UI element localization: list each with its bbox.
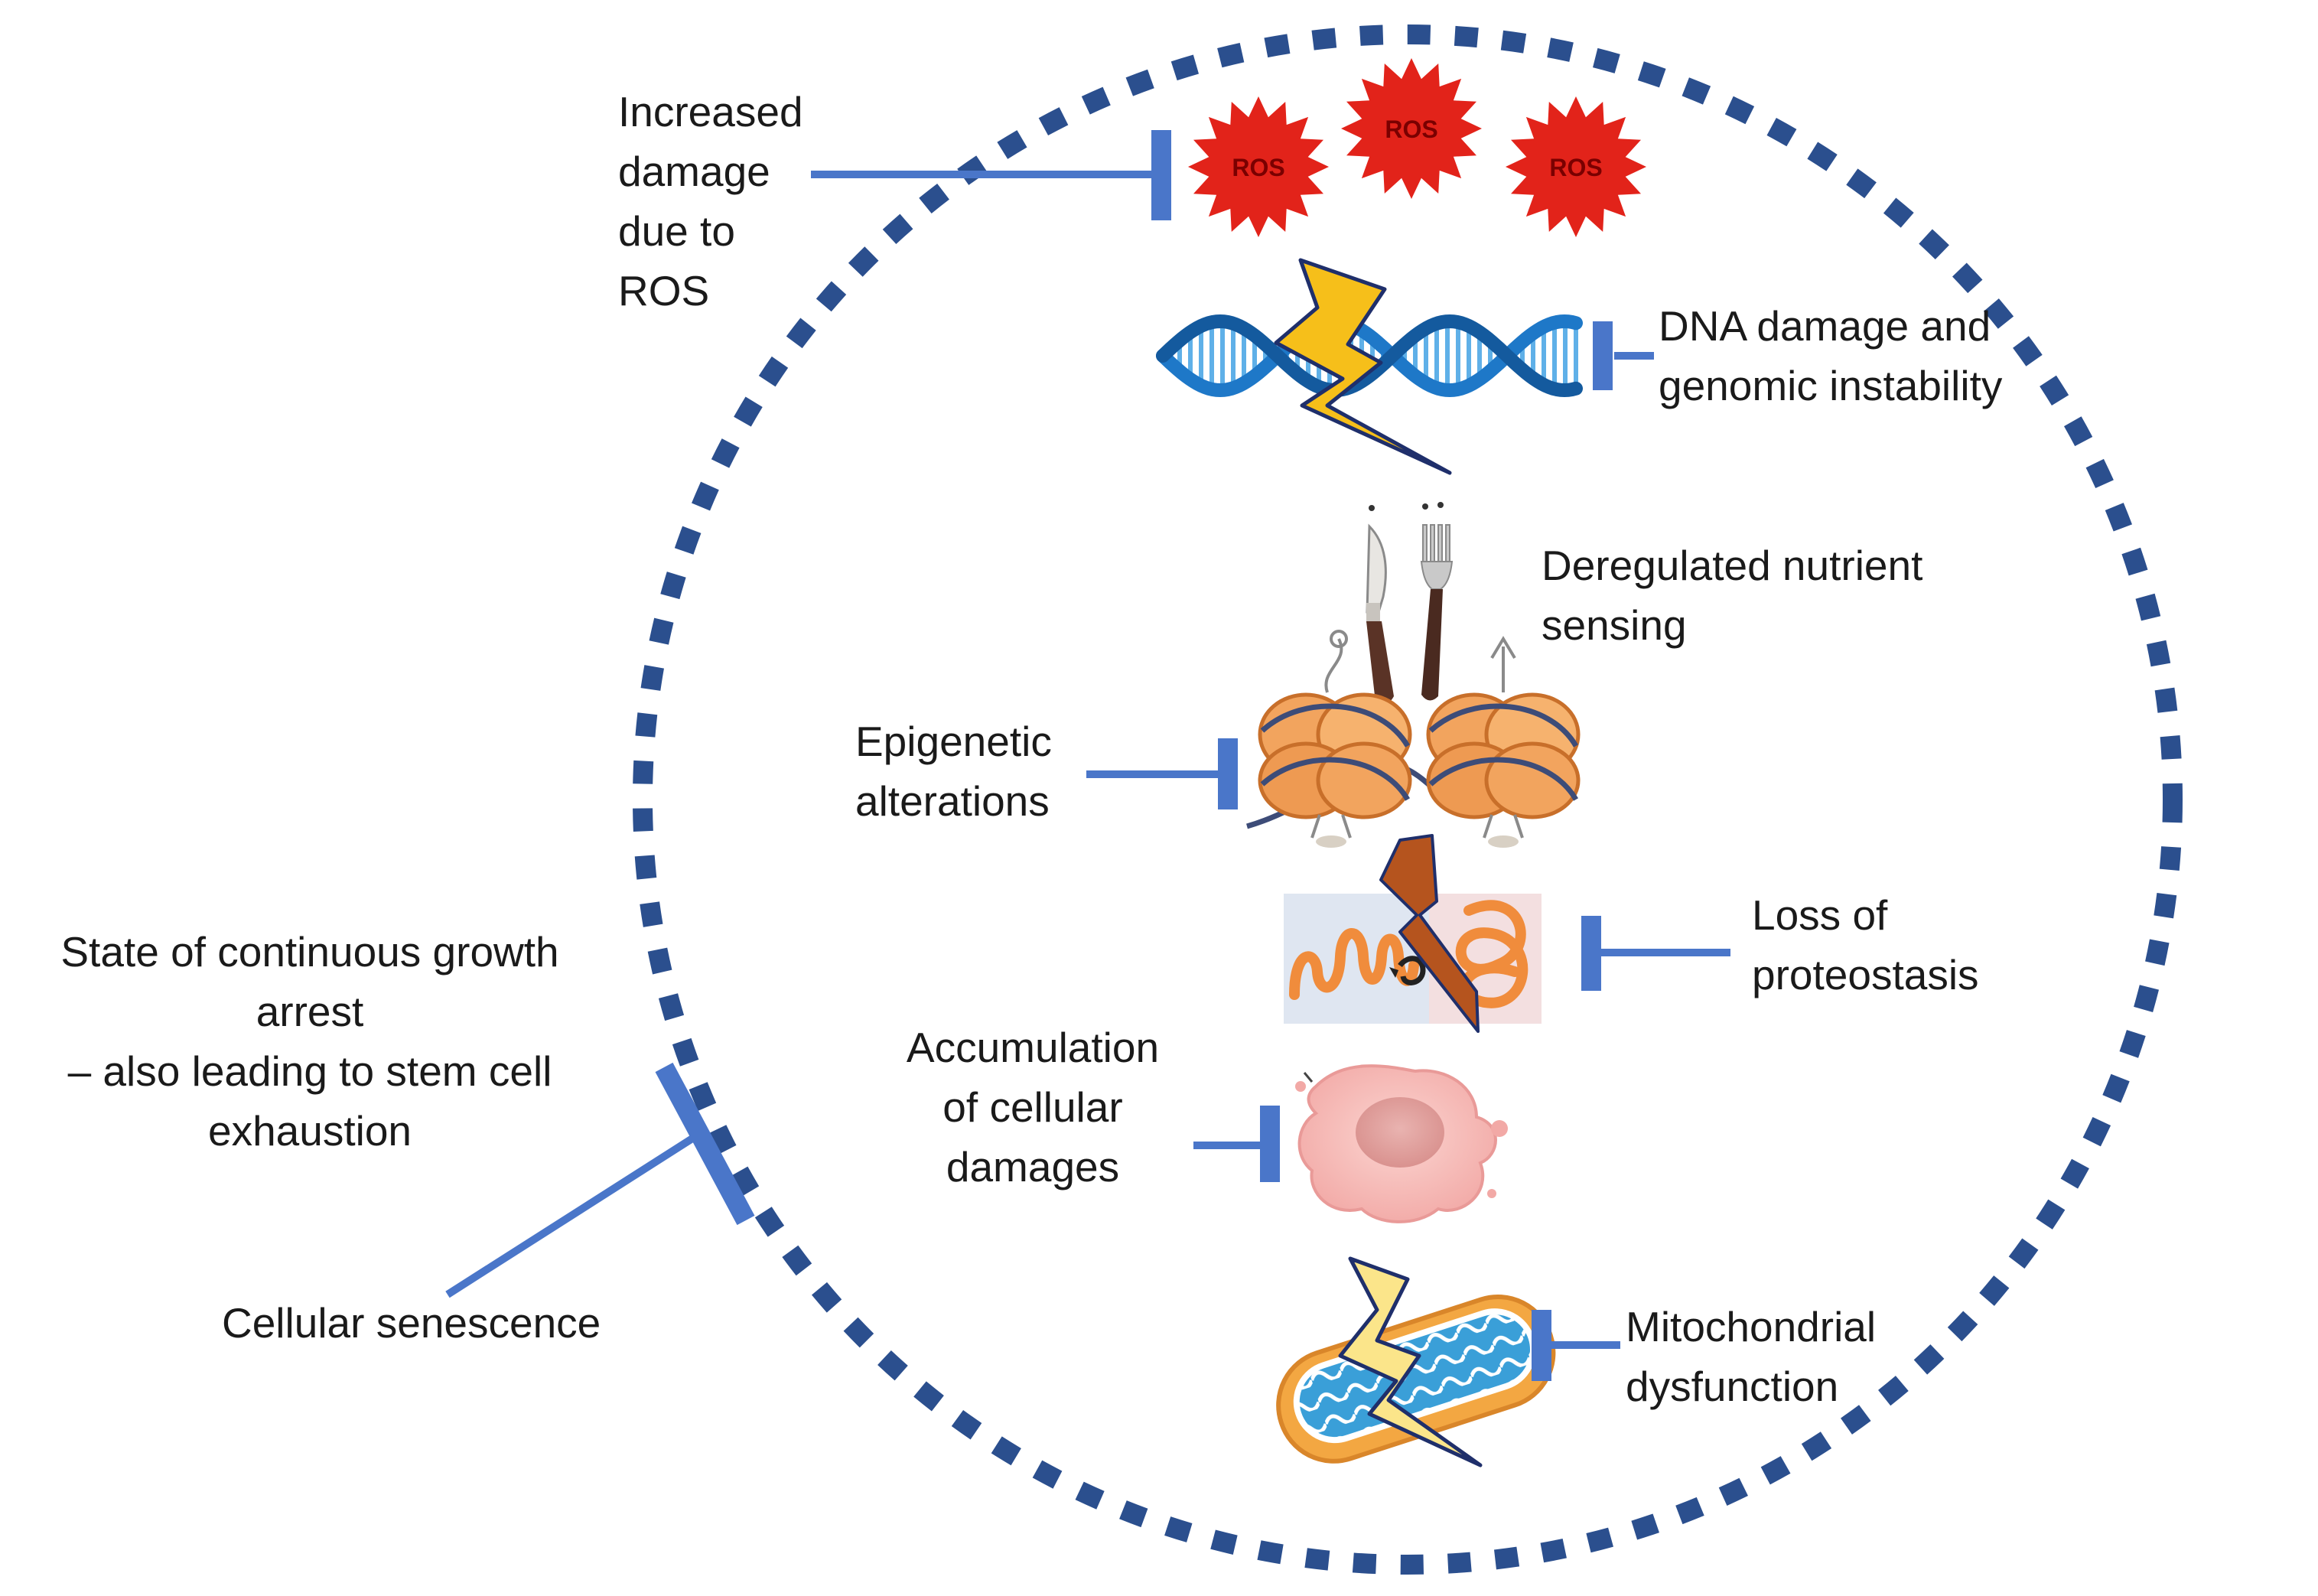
inhibitor-senescence: [445, 1062, 755, 1298]
protein-folding-icon: [1284, 894, 1542, 1024]
inhibitor-proteostasis: [1581, 916, 1730, 991]
ros-badge-3: ROS: [1506, 96, 1646, 237]
ros-badge-3-label: ROS: [1549, 154, 1602, 181]
mitochondrion-icon: [1276, 1294, 1556, 1464]
label-epigenetic: Epigenetic alterations: [855, 718, 1052, 825]
label-dna-damage: DNA damage and genomic instability: [1659, 302, 2003, 409]
ros-badge-1-label: ROS: [1232, 154, 1284, 181]
inhibitor-mitochondrial: [1532, 1310, 1620, 1381]
lightning-bolt-dna-icon: [1274, 258, 1452, 475]
label-growth-arrest: State of continuous growth arrest – also…: [60, 928, 559, 1155]
inhibitor-accumulation: [1193, 1106, 1280, 1182]
lightning-bolt-protein-icon: [1379, 834, 1480, 1033]
lightning-bolt-mito-icon: [1338, 1256, 1483, 1467]
damaged-cell-icon: [1295, 1064, 1508, 1223]
ros-badge-2-label: ROS: [1385, 116, 1437, 143]
ros-badge-2: ROS: [1341, 58, 1482, 199]
label-ros-damage: Increased damage due to ROS: [618, 88, 803, 314]
cell-boundary-circle: [633, 24, 2183, 1575]
nucleosome-icon: [1246, 630, 1581, 848]
knife-fork-icon: [1366, 502, 1454, 705]
label-nutrient-sensing: Deregulated nutrient sensing: [1542, 542, 1923, 649]
label-accumulation: Accumulation of cellular damages: [906, 1024, 1160, 1190]
label-cellular-senescence: Cellular senescence: [222, 1299, 601, 1347]
inhibitor-epigenetic: [1086, 738, 1238, 809]
ros-badge-1: ROS: [1188, 96, 1329, 237]
inhibitor-ros: [811, 130, 1171, 220]
label-mitochondrial: Mitochondrial dysfunction: [1626, 1303, 1877, 1410]
inhibitor-dna: [1593, 321, 1654, 390]
label-proteostasis: Loss of proteostasis: [1752, 891, 1979, 998]
